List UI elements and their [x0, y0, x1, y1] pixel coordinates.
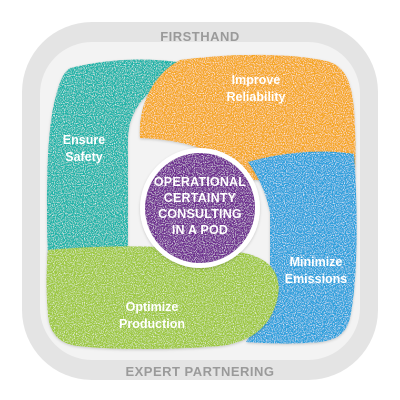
center-line-3: CONSULTING — [158, 207, 242, 221]
label-improve-reliability: Improve Reliability — [226, 73, 285, 104]
center-circle — [145, 153, 255, 263]
petal-improve-reliability — [139, 54, 356, 180]
center-line-2: CERTAINTY — [164, 191, 237, 205]
improve-reliability-line-1: Improve — [232, 73, 281, 87]
petal-optimize-production — [46, 246, 279, 349]
optimize-production-line-1: Optimize — [126, 300, 179, 314]
ensure-safety-line-2: Safety — [65, 150, 103, 164]
petal-ensure-safety — [46, 59, 199, 262]
improve-reliability-line-2: Reliability — [226, 90, 285, 104]
label-minimize-emissions: Minimize Emissions — [285, 255, 348, 286]
ensure-safety-line-1: Ensure — [63, 133, 105, 147]
center-line-1: OPERATIONAL — [154, 175, 246, 189]
center-line-4: IN A POD — [172, 223, 228, 237]
frame-bottom-label: EXPERT PARTNERING — [125, 364, 274, 379]
minimize-emissions-line-1: Minimize — [290, 255, 343, 269]
optimize-production-line-2: Production — [119, 317, 185, 331]
label-optimize-production: Optimize Production — [119, 300, 185, 331]
center-title: OPERATIONAL CERTAINTY CONSULTING IN A PO… — [154, 175, 246, 237]
minimize-emissions-line-2: Emissions — [285, 272, 348, 286]
label-ensure-safety: Ensure Safety — [63, 133, 105, 164]
frame-top-label: FIRSTHAND — [160, 29, 240, 44]
